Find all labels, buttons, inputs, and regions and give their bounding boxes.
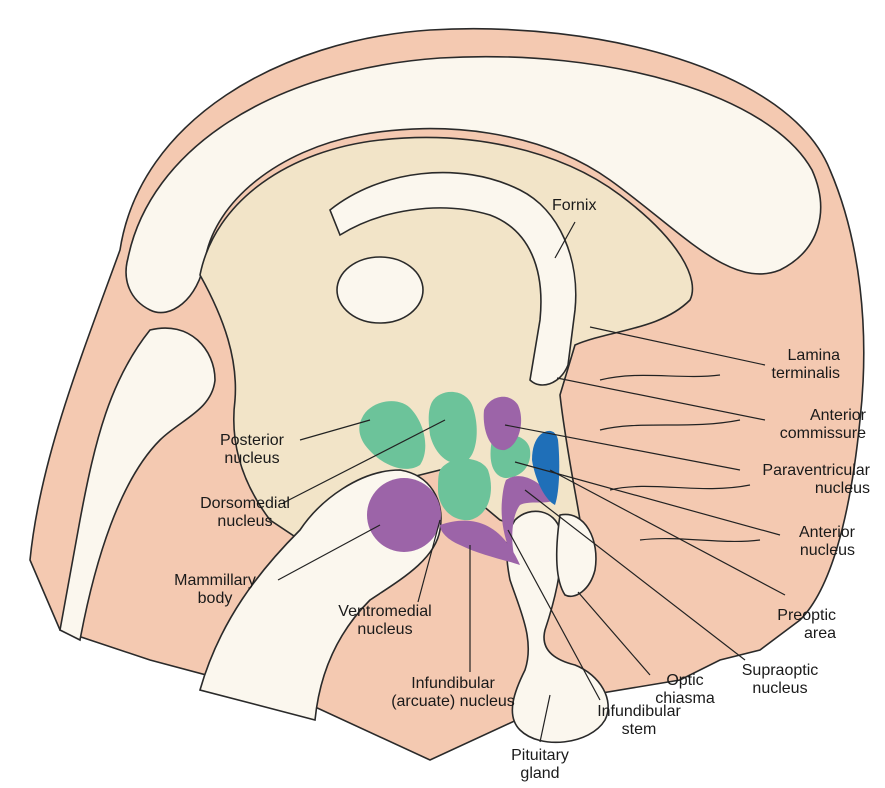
label-preoptic-area: Preoptic area [770, 607, 836, 643]
label-infundibular-arcuate-nucleus: Infundibular (arcuate) nucleus [378, 675, 528, 711]
label-line: Anterior [766, 407, 866, 425]
label-line: body [160, 590, 270, 608]
label-anterior-commissure: Anterior commissure [766, 407, 866, 443]
label-line: Dorsomedial [185, 495, 305, 513]
label-line: Supraoptic [727, 662, 833, 680]
label-line: Anterior [785, 524, 855, 542]
label-line: terminalis [764, 365, 840, 383]
label-line: nucleus [727, 680, 833, 698]
label-lamina-terminalis: Lamina terminalis [764, 347, 840, 383]
label-line: Preoptic [770, 607, 836, 625]
label-line: nucleus [740, 480, 870, 498]
label-infundibular-stem: Infundibular stem [586, 703, 692, 739]
label-line: nucleus [185, 513, 305, 531]
label-line: Optic [640, 672, 730, 690]
label-supraoptic-nucleus: Supraoptic nucleus [727, 662, 833, 698]
label-mammillary-body: Mammillary body [160, 572, 270, 608]
label-line: Paraventricular [740, 462, 870, 480]
label-line: Mammillary [160, 572, 270, 590]
label-line: nucleus [785, 542, 855, 560]
label-line: commissure [766, 425, 866, 443]
label-fornix: Fornix [552, 197, 596, 215]
label-line: Pituitary [502, 747, 578, 765]
label-line: stem [586, 721, 692, 739]
label-line: Ventromedial [322, 603, 448, 621]
label-pituitary-gland: Pituitary gland [502, 747, 578, 783]
label-line: nucleus [322, 621, 448, 639]
label-line: Infundibular [378, 675, 528, 693]
label-line: Infundibular [586, 703, 692, 721]
label-line: nucleus [208, 450, 296, 468]
label-line: Posterior [208, 432, 296, 450]
label-paraventricular-nucleus: Paraventricular nucleus [740, 462, 870, 498]
label-dorsomedial-nucleus: Dorsomedial nucleus [185, 495, 305, 531]
interthalamic-adhesion [337, 257, 423, 323]
label-line: (arcuate) nucleus [378, 693, 528, 711]
label-posterior-nucleus: Posterior nucleus [208, 432, 296, 468]
label-ventromedial-nucleus: Ventromedial nucleus [322, 603, 448, 639]
mammillary-body-shape [367, 478, 441, 552]
label-line: Lamina [764, 347, 840, 365]
label-line: gland [502, 765, 578, 783]
label-line: area [770, 625, 836, 643]
label-anterior-nucleus: Anterior nucleus [785, 524, 855, 560]
